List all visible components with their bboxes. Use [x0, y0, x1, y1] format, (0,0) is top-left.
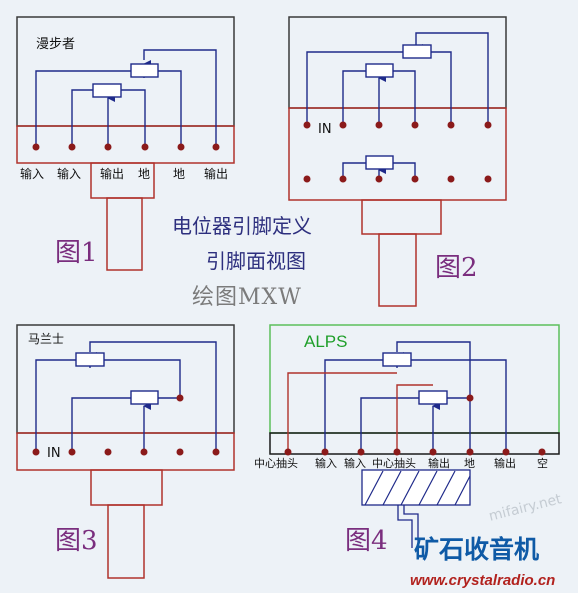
fig2-pin-dot: [447, 121, 455, 129]
fig2-caption: 图2: [435, 253, 478, 283]
fig4-pin-label: 空: [537, 457, 548, 470]
author-credit: 绘图MXW: [192, 285, 302, 310]
fig4-pcb: [269, 432, 560, 455]
diagram-subtitle: 引脚面视图: [206, 249, 306, 273]
fig4-pin-dot: [466, 448, 474, 456]
fig2-pin-dot: [411, 121, 419, 129]
fig3-pin-dot: [176, 448, 184, 456]
fig4-pin-dot: [321, 448, 329, 456]
fig4-diagram: [269, 324, 560, 548]
fig1-pin-dot: [212, 143, 220, 151]
fig3-in-label: IN: [47, 446, 61, 461]
fig2-pin-dot: [411, 175, 419, 183]
fig1-pin-label: 地: [138, 167, 151, 181]
fig4-pin-label: 输入: [344, 457, 366, 470]
fig2-resistor-inner: [365, 63, 394, 78]
fig2-pin-dot: [339, 175, 347, 183]
fig4-resistor-outer: [382, 352, 412, 367]
fig2-shaft-collar: [361, 199, 442, 235]
fig3-diagram: [16, 324, 235, 579]
fig1-pin-dot: [104, 143, 112, 151]
fig2-pin-dot: [375, 121, 383, 129]
fig2-diagram: [288, 16, 507, 307]
fig3-junction-dot: [176, 394, 184, 402]
site-url: www.crystalradio.cn: [410, 572, 556, 589]
fig2-resistor-bottom: [365, 155, 394, 170]
fig1-caption: 图1: [55, 238, 98, 268]
fig4-resistor-inner: [418, 390, 448, 405]
fig3-pin-dot: [68, 448, 76, 456]
fig2-pin-dot: [484, 121, 492, 129]
fig4-pin-dot: [502, 448, 510, 456]
fig1-pin-label: 输出: [204, 167, 229, 181]
fig2-housing: [288, 16, 507, 109]
fig3-shaft-collar: [90, 469, 163, 506]
fig4-pin-label: 输入: [315, 457, 337, 470]
fig4-brand-label: ALPS: [304, 332, 348, 351]
fig1-pin-label: 地: [173, 167, 186, 181]
fig2-pin-dot: [484, 175, 492, 183]
fig1-pin-label: 输入: [20, 167, 45, 181]
fig4-pin-dot: [284, 448, 292, 456]
fig2-in-label: IN: [318, 122, 332, 137]
fig3-resistor-inner: [130, 390, 159, 405]
fig4-pin-dot: [357, 448, 365, 456]
fig3-pin-dot: [104, 448, 112, 456]
fig4-caption: 图4: [345, 526, 388, 556]
fig4-pin-dot: [393, 448, 401, 456]
diagram-title: 电位器引脚定义: [172, 214, 312, 238]
fig1-pcb: [16, 125, 235, 164]
fig1-diagram: [16, 16, 235, 271]
fig2-pin-dot: [303, 121, 311, 129]
fig4-pin-dot: [429, 448, 437, 456]
site-logo-text: 矿石收音机: [414, 535, 540, 564]
fig3-brand-label: 马兰士: [28, 332, 65, 346]
fig4-pin-dot: [538, 448, 546, 456]
fig2-pin-dot: [303, 175, 311, 183]
fig4-pin-label: 中心抽头: [254, 457, 298, 470]
fig4-pin-label: 地: [464, 457, 475, 470]
fig1-pin-label: 输入: [57, 167, 82, 181]
fig4-pin-label: 中心抽头: [372, 457, 416, 470]
fig3-pin-dot: [32, 448, 40, 456]
fig1-pin-dot: [177, 143, 185, 151]
fig3-caption: 图3: [55, 526, 98, 556]
fig1-pin-dot: [68, 143, 76, 151]
fig2-shaft: [378, 233, 417, 307]
fig2-pin-dot: [375, 175, 383, 183]
fig3-resistor-outer: [75, 352, 105, 367]
fig3-pin-dot: [212, 448, 220, 456]
fig1-resistor-inner: [92, 83, 122, 98]
fig1-shaft: [106, 197, 143, 271]
fig2-pin-dot: [447, 175, 455, 183]
fig4-junction-dot: [466, 394, 474, 402]
fig1-pin-dot: [141, 143, 149, 151]
fig1-brand-label: 漫步者: [36, 37, 76, 52]
fig4-pin-label: 输出: [494, 457, 516, 470]
fig4-pin-label: 输出: [428, 457, 450, 470]
fig4-shaft-hatched: [361, 469, 471, 506]
fig3-shaft: [107, 504, 145, 579]
fig2-resistor-outer: [402, 44, 432, 59]
fig1-pin-dot: [32, 143, 40, 151]
fig1-resistor-outer: [130, 63, 159, 78]
fig3-pin-dot: [140, 448, 148, 456]
fig2-pin-dot: [339, 121, 347, 129]
fig1-pin-label: 输出: [100, 167, 125, 181]
